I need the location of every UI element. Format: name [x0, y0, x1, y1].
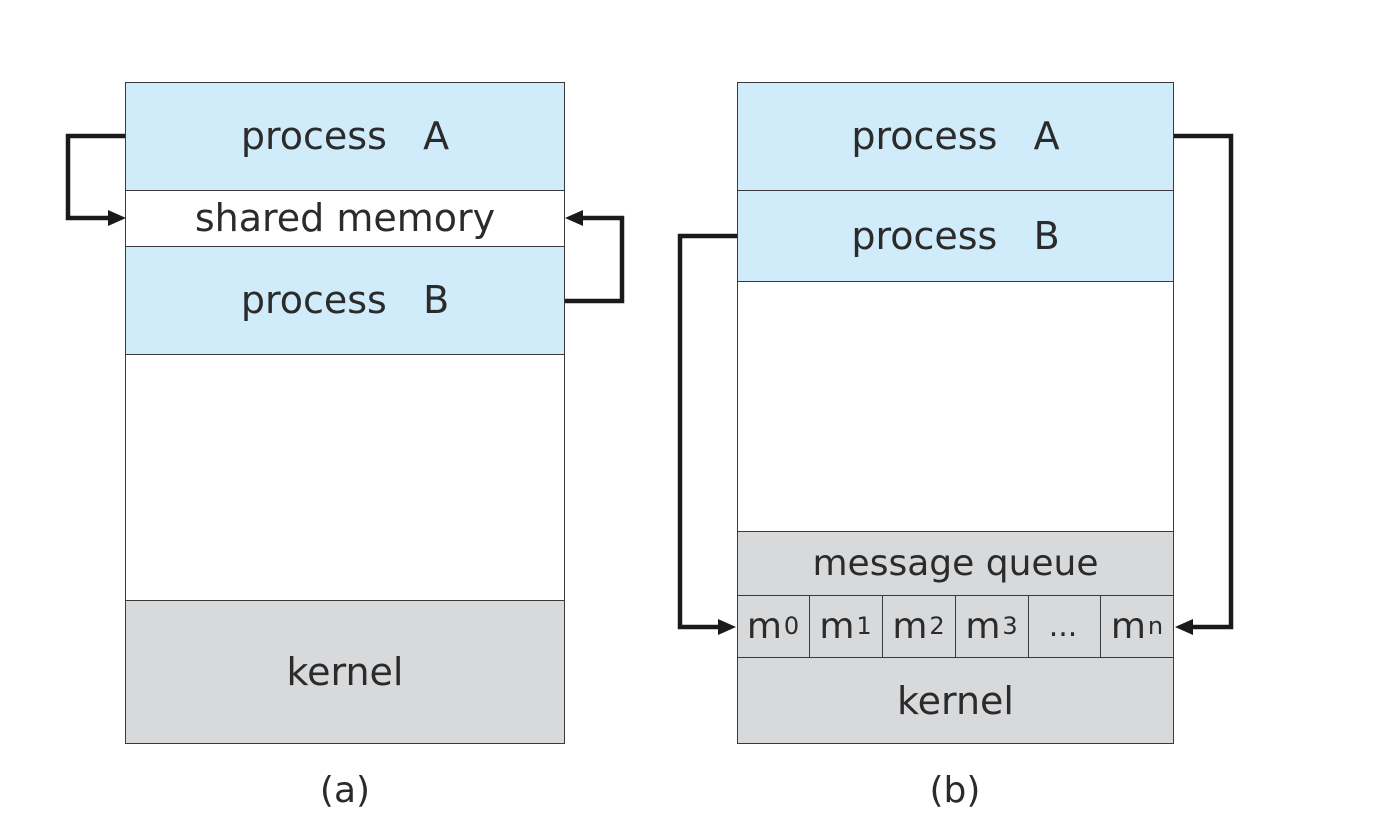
- panel-b-divider: [737, 657, 1174, 658]
- panel-a-process-a: process A: [125, 82, 565, 190]
- panel-a-process-b: process B: [125, 246, 565, 354]
- panel-a-process-a-label: process A: [240, 114, 450, 158]
- panel-b-process-a: process A: [737, 82, 1174, 190]
- panel-a-shared-memory: shared memory: [125, 190, 565, 246]
- arrow-process-b-to-queue-head: [677, 233, 737, 635]
- arrow-process-a-to-queue-tail: [1174, 133, 1234, 635]
- panel-a-shared-memory-label: shared memory: [194, 196, 496, 240]
- panel-a-free-space: [125, 354, 565, 600]
- arrow-process-a-to-shared-memory: [65, 133, 126, 226]
- message-cell-base: m: [965, 605, 1001, 647]
- panel-b-message-queue: message queue: [737, 531, 1174, 595]
- cell-divider: [955, 595, 956, 657]
- message-cell-sub: 2: [929, 612, 945, 640]
- panel-a-divider: [125, 354, 565, 355]
- panel-b-divider: [737, 281, 1174, 282]
- panel-a-divider: [125, 190, 565, 191]
- panel-a-process-b-label: process B: [240, 278, 450, 322]
- panel-b-free-space: [737, 281, 1174, 531]
- panel-a-kernel-label: kernel: [286, 650, 404, 694]
- message-cell-base: m: [892, 605, 928, 647]
- message-cell-sub: 3: [1002, 612, 1018, 640]
- panel-a-divider: [125, 600, 565, 601]
- cell-divider: [809, 595, 810, 657]
- panel-a-kernel: kernel: [125, 600, 565, 744]
- panel-b-message-queue-label: message queue: [812, 542, 1099, 584]
- panel-b-caption: (b): [929, 770, 981, 811]
- panel-b-process-a-label: process A: [851, 114, 1060, 158]
- message-cell-base: m: [1110, 605, 1146, 647]
- message-cell-base: m: [819, 605, 855, 647]
- arrow-process-b-to-shared-memory: [565, 210, 625, 304]
- cell-divider: [882, 595, 883, 657]
- panel-b-divider: [737, 190, 1174, 191]
- message-cell-sub: 0: [783, 612, 800, 640]
- panel-b-kernel: kernel: [737, 657, 1174, 744]
- message-cell-base: m: [746, 605, 782, 647]
- panel-b-divider: [737, 531, 1174, 532]
- message-cell-sub: n: [1147, 612, 1164, 640]
- message-cell: ...: [1028, 595, 1100, 657]
- message-cell-sub: 1: [856, 612, 872, 640]
- panel-b-process-b-label: process B: [851, 213, 1060, 258]
- message-cell-base: ...: [1048, 608, 1078, 644]
- cell-divider: [1028, 595, 1029, 657]
- panel-a-divider: [125, 246, 565, 247]
- cell-divider: [1100, 595, 1101, 657]
- panel-a-caption: (a): [319, 770, 371, 811]
- panel-b-process-b: process B: [737, 190, 1174, 281]
- panel-b-kernel-label: kernel: [896, 678, 1014, 723]
